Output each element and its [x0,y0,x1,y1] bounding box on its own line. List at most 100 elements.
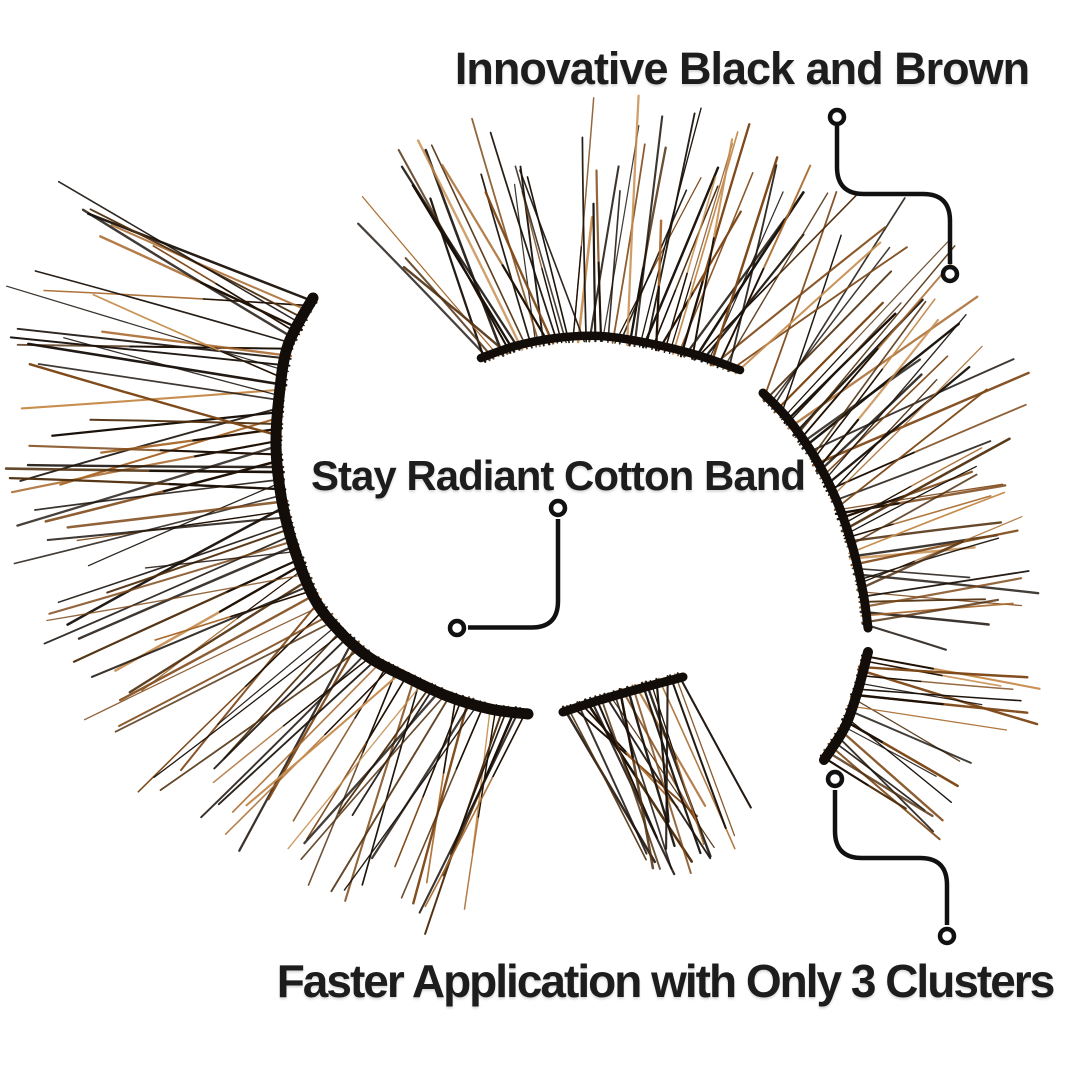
lash-strand-base [815,319,939,472]
lash-strand [640,681,702,855]
lash-strand [843,714,952,803]
lash-strand-base [441,164,551,346]
lash-strand [842,465,977,537]
lash-strand [418,707,522,914]
lash-cluster-bottom-middle [558,672,752,876]
lash-strand [767,246,891,407]
lash-strand [631,684,692,875]
callout-top-right [827,107,960,284]
lash-strand [217,622,341,725]
lash-strand [837,727,944,822]
lash-strand [200,649,370,819]
lash-strand-base [860,654,1041,690]
lash-strand [19,405,285,482]
lash-strand-base [76,509,291,542]
lash-strand-base [781,238,952,421]
lash-strand [700,233,805,363]
lash-strand [620,687,699,826]
lash-strand-base [212,654,375,784]
callout-line [832,790,950,925]
lash-strand [857,665,1029,679]
lash-strand [773,301,884,414]
lash-strand-base [810,298,936,463]
lash-strand [330,691,453,893]
lash-strand-base [307,666,399,886]
lash-strand-base [855,516,1023,586]
lash-strand [840,437,1011,533]
lash-strand [34,270,295,345]
lash-strand [857,570,1030,599]
lash-strand [728,246,908,372]
annotation-center-label: Stay Radiant Cotton Band [310,452,806,499]
lash-strand [34,478,286,511]
lash-strand [852,688,1022,702]
lash-strand-base [825,403,1027,492]
lash-strand-base [463,704,498,910]
lash-strand-base [424,708,529,908]
lash-strand [633,115,664,348]
lash-strand [303,687,444,845]
lash-strand-base [668,143,733,354]
lash-strand-base [663,176,717,353]
lash-strand-base [154,588,317,641]
lash-strand [430,144,528,350]
lash-strand [46,515,293,542]
lash-strand [90,582,315,678]
lash-strand [771,197,906,410]
lash-strand [110,223,313,313]
lash-strand-base [44,458,284,523]
lash-strand [402,265,509,355]
cotton-band [558,672,688,717]
lash-strand [645,112,696,349]
lash-cluster-left [4,180,534,935]
lash-strand [848,491,1006,555]
lash-strand [644,680,712,858]
lash-strand [83,603,326,721]
lash-strand [676,672,752,809]
lash-cluster-right [758,191,1040,651]
lash-strand [833,388,988,511]
lash-strand-base [618,688,655,870]
lash-strand [37,363,285,402]
callout-dot [827,107,847,127]
lash-strand [300,690,450,861]
lash-strand [57,180,305,327]
lash-strand [416,139,524,351]
lash-strand-base [651,185,719,350]
lash-strand-base [655,219,663,352]
lash-strand [63,337,285,398]
lash-strand-base [819,754,907,810]
lash-strand [672,131,739,356]
lash-strand [514,165,567,344]
lash-strand [519,165,545,347]
lash-strand [77,543,300,640]
lash-strand [823,748,934,818]
lash-strand [657,677,736,850]
lash-strand [849,696,961,762]
lash-strand [351,684,437,816]
cotton-band [270,292,534,720]
lash-strand-base [679,123,751,358]
lash-strand-base [100,427,283,454]
lash-strand [561,705,657,864]
lash-strand [794,245,956,439]
lash-strand [484,191,555,345]
lash-strand [856,540,964,592]
lash-strand-base [10,439,283,494]
lash-strand-base [569,704,699,818]
lash-strand [337,682,433,815]
lash-strand [344,674,417,902]
lash-strand [87,212,318,304]
lash-strand [854,537,1000,582]
lash-strand [763,270,893,403]
lash-strand-base [827,379,938,496]
lash-strand [400,165,521,351]
lash-strand [722,192,829,371]
lash-strand [46,572,311,622]
lash-strand [816,373,923,475]
lash-strand [526,176,570,344]
callout-center [447,498,568,638]
lash-strand [861,598,1000,624]
lash-strand [361,677,422,886]
cotton-band [819,647,873,765]
